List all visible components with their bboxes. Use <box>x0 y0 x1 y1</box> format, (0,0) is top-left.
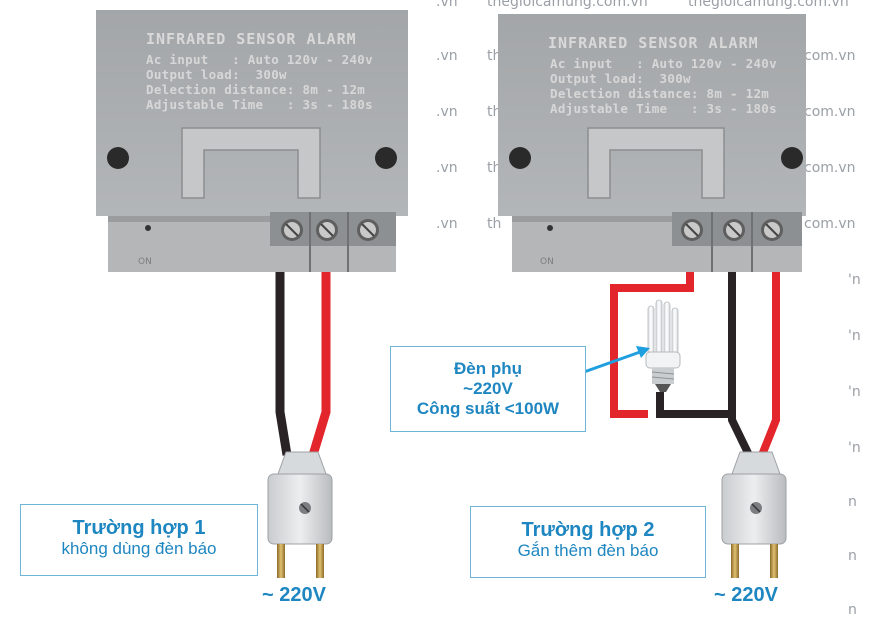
mounting-hole-icon <box>375 147 397 169</box>
case1-callout: Trường hợp 1 không dùng đèn báo <box>20 504 258 576</box>
watermark-right-6: n <box>848 548 857 564</box>
sensor-housing-left-icon <box>96 10 408 272</box>
sensor-label-line-2-left: Output load: 300w <box>146 67 287 82</box>
cfl-bulb-icon <box>645 299 681 392</box>
terminal-screw-icon <box>316 219 338 241</box>
lamp-callout-line3: Công suất <100W <box>416 399 560 418</box>
wire-black-right <box>728 272 753 457</box>
watermark-prefix-2: th <box>487 104 502 120</box>
sensor-label-line-3-right: Delection distance: 8m - 12m <box>550 86 770 101</box>
watermark-suffix-2: com.vn <box>804 104 856 120</box>
watermark-top-1: .vn <box>436 0 458 10</box>
power-plug-right-icon <box>721 451 787 578</box>
watermark-mid-4: .vn <box>436 216 458 232</box>
terminal-screw-icon <box>357 219 379 241</box>
sensor-label-title-right: INFRARED SENSOR ALARM <box>548 34 759 52</box>
watermark-right-1: 'n <box>848 272 861 288</box>
watermark-mid-1: .vn <box>436 48 458 64</box>
sensor-label-line-4-right: Adjustable Time : 3s - 180s <box>550 101 777 116</box>
watermark-right-7: n <box>848 602 857 618</box>
wire-red-left <box>308 272 331 457</box>
case1-subtitle: không dùng đèn báo <box>61 539 217 558</box>
sensor-label-line-1-left: Ac input : Auto 120v - 240v <box>146 52 373 67</box>
watermark-right-2: 'n <box>848 328 861 344</box>
watermark-prefix-4: th <box>487 216 502 232</box>
wire-red-lamp-loop <box>610 272 694 418</box>
case1-voltage: ~ 220V <box>262 584 326 606</box>
case2-title: Trường hợp 2 <box>521 519 655 541</box>
watermark-suffix-1: com.vn <box>804 48 856 64</box>
watermark-suffix-3: com.vn <box>804 160 856 176</box>
watermark-right-4: 'n <box>848 440 861 456</box>
lamp-callout-line1: Đèn phụ <box>454 359 522 378</box>
on-mark-right: ON <box>540 257 554 267</box>
wire-black-lamp <box>656 392 728 418</box>
case2-voltage: ~ 220V <box>714 584 778 606</box>
power-plug-left-icon <box>267 451 333 578</box>
watermark-prefix-1: th <box>487 48 502 64</box>
sensor-housing-right-icon <box>498 14 806 272</box>
wire-black-left <box>275 272 292 456</box>
watermark-right-5: n <box>848 494 857 510</box>
sensor-label-line-2-right: Output load: 300w <box>550 71 691 86</box>
sensor-label-line-1-right: Ac input : Auto 120v - 240v <box>550 56 777 71</box>
terminal-screw-icon <box>681 219 703 241</box>
watermark-prefix-3: th <box>487 160 502 176</box>
lamp-callout-line2: ~220V <box>463 379 513 398</box>
on-mark-left: ON <box>138 257 152 267</box>
watermark-top-3: thegioicamung.com.vn <box>688 0 849 10</box>
arrow-icon <box>583 346 650 374</box>
wire-red-right <box>758 272 780 457</box>
sensor-label-line-4-left: Adjustable Time : 3s - 180s <box>146 97 373 112</box>
lamp-callout: Đèn phụ ~220V Công suất <100W <box>390 346 586 432</box>
watermark-mid-3: .vn <box>436 160 458 176</box>
watermark-mid-2: .vn <box>436 104 458 120</box>
terminal-screw-icon <box>761 219 783 241</box>
case2-callout: Trường hợp 2 Gắn thêm đèn báo <box>470 506 706 578</box>
mounting-hole-icon <box>509 147 531 169</box>
mounting-hole-icon <box>781 147 803 169</box>
case1-title: Trường hợp 1 <box>72 517 206 539</box>
watermark-right-3: 'n <box>848 384 861 400</box>
terminal-screw-icon <box>723 219 745 241</box>
watermark-suffix-4: com.vn <box>804 216 856 232</box>
terminal-screw-icon <box>281 219 303 241</box>
mounting-hole-icon <box>107 147 129 169</box>
sensor-label-title-left: INFRARED SENSOR ALARM <box>146 30 357 48</box>
case2-subtitle: Gắn thêm đèn báo <box>517 541 659 560</box>
sensor-label-line-3-left: Delection distance: 8m - 12m <box>146 82 366 97</box>
watermark-top-2: thegioicamung.com.vn <box>487 0 648 10</box>
